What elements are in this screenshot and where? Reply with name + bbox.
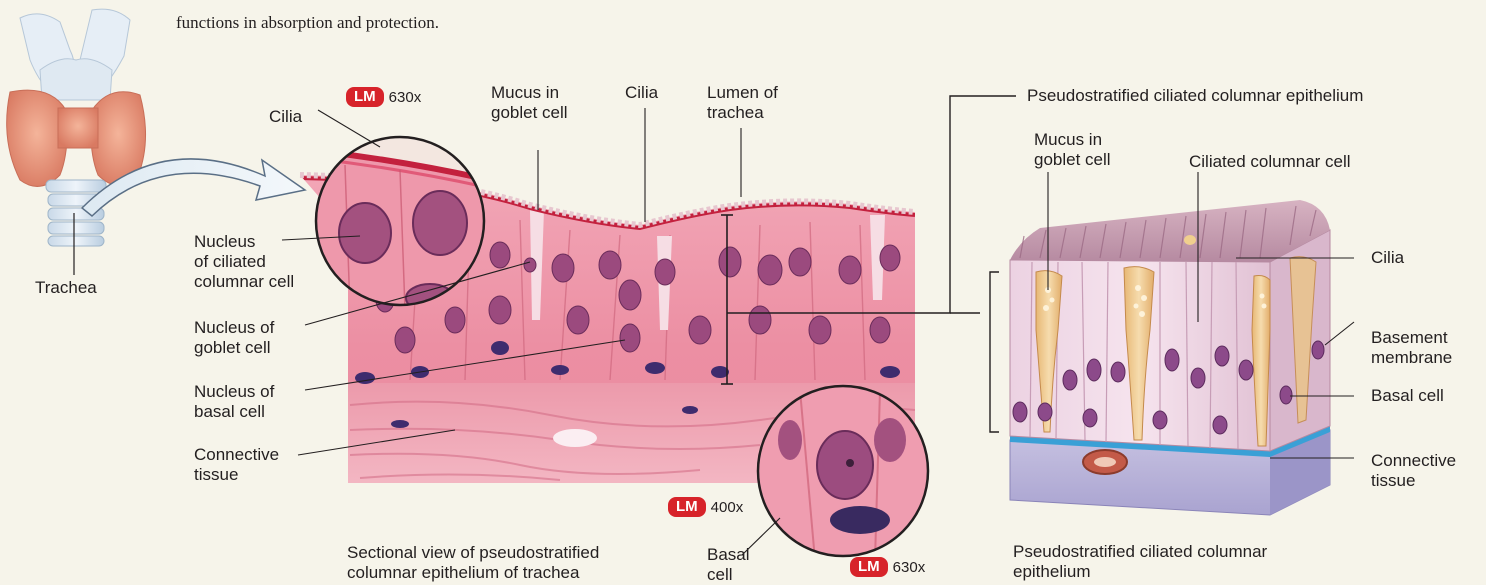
lm-mag-top: 630x [389,89,422,106]
lm-pill-bottom: LM [850,557,888,577]
lm-mag-bottom: 630x [893,559,926,576]
label-cilia-drawing: Cilia [1371,248,1404,268]
trachea-label: Trachea [35,278,97,298]
drawing-title: Pseudostratified ciliated columnar epith… [1027,86,1363,106]
lm-pill-top: LM [346,87,384,107]
drawing-caption: Pseudostratified ciliated columnar epith… [1013,542,1267,582]
lm-badge-bottom: LM 630x [850,557,925,577]
label-basement-membrane: Basement membrane [1371,328,1452,368]
label-lumen: Lumen of trachea [707,83,778,123]
label-ciliated-cell: Ciliated columnar cell [1189,152,1351,172]
label-mucus-micro: Mucus in goblet cell [491,83,568,123]
label-basal-cell-micro: Basal cell [707,545,750,585]
micrograph-caption: Sectional view of pseudostratified colum… [347,543,599,583]
lm-mag-middle: 400x [711,499,744,516]
label-nucleus-basal: Nucleus of basal cell [194,382,274,422]
label-mucus-drawing: Mucus in goblet cell [1034,130,1111,170]
lm-badge-middle: LM 400x [668,497,743,517]
label-nucleus-goblet: Nucleus of goblet cell [194,318,274,358]
label-cilia-left: Cilia [269,107,302,127]
label-nucleus-ciliated: Nucleus of ciliated columnar cell [194,232,294,292]
epithelium-drawing [1010,200,1330,515]
trachea-illustration [7,9,146,246]
label-connective-drawing: Connective tissue [1371,451,1456,491]
label-connective-micro: Connective tissue [194,445,279,485]
lm-badge-top: LM 630x [346,87,421,107]
label-basal-cell-drawing: Basal cell [1371,386,1444,406]
lm-pill-middle: LM [668,497,706,517]
label-cilia-top: Cilia [625,83,658,103]
